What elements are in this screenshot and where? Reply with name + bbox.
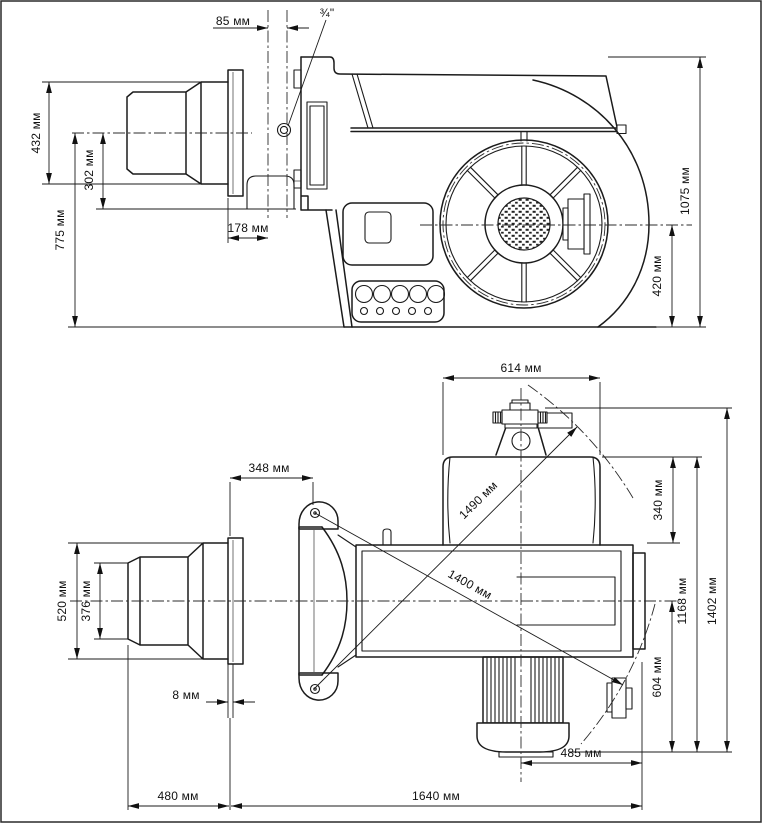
dim-1402: 1402 мм <box>705 577 719 625</box>
plan-view-dimensions: 614 мм 348 мм 520 мм 376 мм 8 мм 480 мм <box>55 361 732 810</box>
actuator-ribs <box>492 411 548 424</box>
swing-arc-top <box>527 384 634 499</box>
burner-body <box>300 56 657 328</box>
lifting-lug <box>382 528 392 546</box>
dim-520: 520 мм <box>55 580 69 621</box>
plan-view: 614 мм 348 мм 520 мм 376 мм 8 мм 480 мм <box>55 361 732 810</box>
terminal-box <box>606 677 633 719</box>
dim-376: 376 мм <box>79 580 93 621</box>
main-housing <box>355 528 646 658</box>
mounting-flange <box>298 501 357 701</box>
panel-buttons <box>354 284 446 316</box>
dim-1640: 1640 мм <box>412 789 460 803</box>
air-intake-hood <box>351 73 374 129</box>
dim-420: 420 мм <box>650 255 664 296</box>
dim-85: 85 мм <box>216 14 250 28</box>
display-window <box>364 211 392 244</box>
guard-spokes <box>466 145 582 303</box>
swing-arc-bottom <box>580 603 656 745</box>
front-plate <box>276 56 333 211</box>
dim-485: 485 мм <box>560 746 601 760</box>
motor-end-bell <box>476 722 570 753</box>
side-view-dimensions: 85 мм ¾" 432 мм 302 мм 775 мм 178 мм 107… <box>29 6 706 328</box>
control-panel <box>342 202 446 323</box>
inlet-mesh <box>497 197 551 251</box>
fan-guard <box>439 131 609 309</box>
dim-1400: 1400 мм <box>446 567 495 602</box>
dim-348: 348 мм <box>248 461 289 475</box>
dim-775: 775 мм <box>53 209 67 250</box>
dim-432: 432 мм <box>29 112 43 153</box>
motor <box>476 656 633 758</box>
air-intake-box <box>442 456 601 546</box>
dim-178: 178 мм <box>227 221 268 235</box>
dim-614: 614 мм <box>500 361 541 375</box>
dim-340: 340 мм <box>651 479 665 520</box>
port-centerlines <box>267 10 288 218</box>
dim-1490: 1490 мм <box>456 478 500 522</box>
dim-604: 604 мм <box>650 656 664 697</box>
dim-302: 302 мм <box>82 149 96 190</box>
fan-scroll <box>532 79 650 328</box>
dim-port: ¾" <box>320 6 335 20</box>
dim-8: 8 мм <box>172 688 199 702</box>
blast-tube <box>126 69 244 197</box>
dim-1168: 1168 мм <box>675 577 689 624</box>
test-port <box>276 122 292 138</box>
blast-tube-plan <box>127 537 244 665</box>
fan-hub <box>562 193 591 255</box>
motor-ribs <box>486 657 560 723</box>
dim-480: 480 мм <box>157 789 198 803</box>
button-panel <box>351 280 445 323</box>
side-view: 85 мм ¾" 432 мм 302 мм 775 мм 178 мм 107… <box>29 6 706 328</box>
sight-glass <box>306 101 328 190</box>
dim-1075: 1075 мм <box>678 167 692 215</box>
